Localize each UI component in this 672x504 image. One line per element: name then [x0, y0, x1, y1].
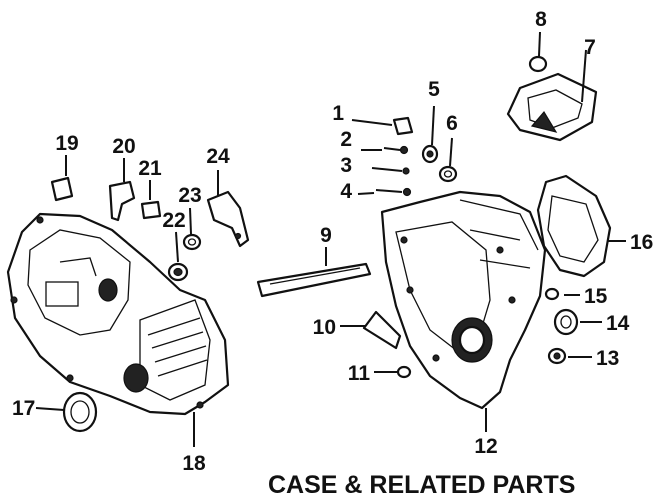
diagram-caption: CASE & RELATED PARTS	[268, 471, 575, 499]
callout-4: 4	[340, 180, 352, 203]
callout-9: 9	[320, 224, 332, 247]
callout-18: 18	[182, 452, 206, 475]
part-6	[438, 165, 458, 183]
transmission-case-12	[380, 190, 547, 410]
callout-21: 21	[138, 157, 162, 180]
callout-19: 19	[55, 132, 78, 155]
callout-2: 2	[340, 128, 352, 151]
callout-13: 13	[596, 347, 619, 370]
part-1	[392, 116, 414, 136]
callout-8: 8	[535, 8, 547, 31]
callout-6: 6	[446, 112, 458, 135]
callout-17: 17	[12, 397, 35, 420]
callout-11: 11	[348, 362, 371, 385]
part-19	[50, 176, 74, 202]
callout-16: 16	[630, 231, 653, 254]
part-2	[383, 145, 409, 155]
seal-17	[62, 391, 98, 433]
callout-15: 15	[584, 285, 608, 308]
part-4	[375, 187, 412, 197]
strainer-9	[256, 262, 372, 298]
part-3	[371, 167, 410, 175]
part-21	[140, 200, 162, 220]
callout-20: 20	[112, 135, 135, 158]
callout-7: 7	[584, 36, 596, 59]
part-20	[108, 180, 136, 222]
bell-housing-18	[6, 212, 230, 416]
callout-22: 22	[162, 209, 185, 232]
side-cover-16	[536, 174, 612, 278]
callout-12: 12	[474, 435, 497, 458]
part-23	[182, 233, 202, 251]
bracket-7	[506, 72, 598, 142]
part-15	[544, 287, 560, 301]
part-24	[206, 190, 250, 248]
part-13	[547, 347, 567, 365]
callout-1: 1	[332, 102, 344, 125]
callout-labels: 1 2 3 4 5 6 7 8 9 10 11 12 13 14 15 16 1…	[12, 8, 653, 475]
callout-24: 24	[206, 145, 230, 168]
part-5	[421, 144, 439, 164]
seal-14	[553, 308, 579, 336]
callout-14: 14	[606, 312, 630, 335]
callout-23: 23	[178, 184, 201, 207]
part-10	[362, 310, 402, 350]
leader-lines	[35, 31, 626, 447]
part-8	[528, 55, 548, 73]
callout-10: 10	[313, 316, 336, 339]
callout-3: 3	[340, 154, 352, 177]
part-11	[396, 365, 412, 379]
part-22	[167, 262, 189, 282]
callout-5: 5	[428, 78, 440, 101]
